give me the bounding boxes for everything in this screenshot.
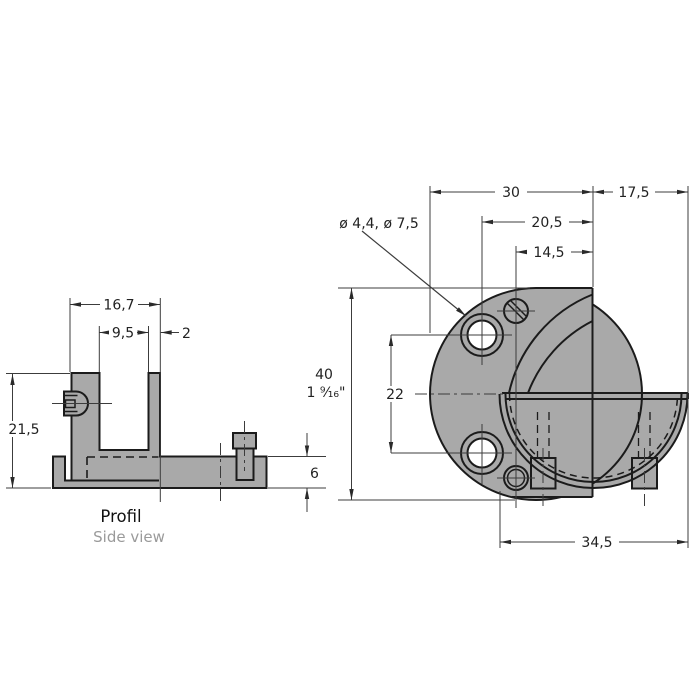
view-label-secondary: Side view bbox=[93, 528, 165, 546]
hole-diameter-callout: ø 4,4, ø 7,5 bbox=[339, 216, 467, 317]
side-hidden-lines bbox=[86, 456, 159, 480]
side-view bbox=[52, 298, 268, 502]
side-clamp-screw bbox=[52, 390, 112, 417]
dimension-2: 2 bbox=[160, 326, 191, 342]
dimension-21-5: 21,5 bbox=[5, 373, 70, 489]
dimension-40: 40 1 ⁹⁄₁₆" bbox=[307, 287, 530, 501]
dim-30-text: 30 bbox=[502, 185, 520, 201]
dimension-30: 30 bbox=[429, 184, 594, 333]
front-view bbox=[415, 216, 689, 508]
front-crosshairs bbox=[452, 216, 535, 508]
dim-22-text: 22 bbox=[386, 387, 404, 403]
bowl-hidden-arc bbox=[508, 393, 679, 479]
side-dimensions: 16,7 9,5 2 21,5 bbox=[5, 296, 326, 512]
dim-17-5-text: 17,5 bbox=[618, 185, 649, 201]
dim-6-text: 6 bbox=[310, 466, 319, 482]
dim-21-5-text: 21,5 bbox=[8, 422, 39, 438]
dim-16-7-text: 16,7 bbox=[103, 298, 134, 314]
dimension-34-5: 34,5 bbox=[499, 491, 688, 551]
dimension-20-5: 20,5 bbox=[482, 214, 593, 231]
dim-40-inch-text: 1 ⁹⁄₁₆" bbox=[307, 385, 346, 401]
front-dimensions: 30 17,5 20,5 14,5 bbox=[307, 184, 689, 551]
cup-rim-outer-arc bbox=[508, 293, 593, 394]
dimension-22: 22 bbox=[379, 334, 455, 454]
hole-diameters-text: ø 4,4, ø 7,5 bbox=[339, 216, 418, 232]
dim-9-5-text: 9,5 bbox=[112, 326, 134, 342]
view-labels: Profil Side view bbox=[93, 507, 165, 546]
dim-14-5-text: 14,5 bbox=[533, 245, 564, 261]
cup-rim-inner-arc bbox=[527, 320, 593, 394]
dimension-17-5: 17,5 bbox=[593, 184, 689, 548]
dimension-14-5: 14,5 bbox=[516, 244, 593, 261]
view-label-primary: Profil bbox=[100, 507, 141, 526]
dim-34-5-text: 34,5 bbox=[581, 535, 612, 551]
dimension-16-7: 16,7 bbox=[69, 296, 160, 372]
dim-2-text: 2 bbox=[182, 326, 191, 342]
dim-20-5-text: 20,5 bbox=[531, 215, 562, 231]
dimension-9-5: 9,5 bbox=[98, 324, 149, 372]
side-silhouette bbox=[52, 372, 268, 489]
side-screw-block bbox=[232, 421, 257, 481]
bowl-inner-arc bbox=[504, 393, 683, 483]
dimension-6: 6 bbox=[268, 433, 326, 512]
dim-40-mm-text: 40 bbox=[315, 367, 333, 383]
bowl-outer-arc bbox=[498, 393, 689, 489]
tab-hidden-lines bbox=[536, 412, 651, 457]
